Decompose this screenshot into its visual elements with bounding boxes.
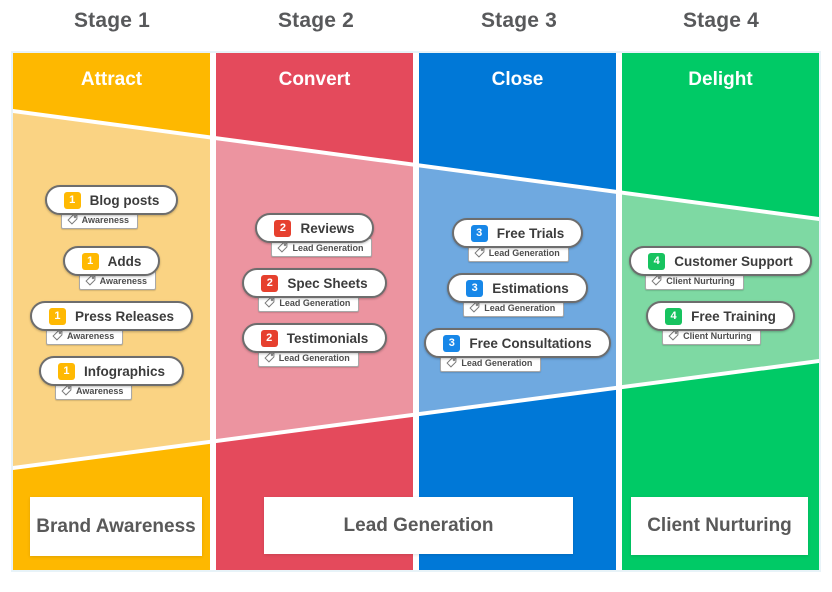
stage-number-badge: 1 — [63, 191, 81, 209]
card-label: Press Releases — [74, 308, 175, 324]
funnel-diagram: Attract Convert Close Delight 1 Blog pos… — [13, 53, 819, 570]
tag-label: Lead Generation — [488, 247, 560, 258]
card-pill-spec-sheets[interactable]: 2 Spec Sheets — [242, 268, 387, 298]
card-blog-posts: 1 Blog posts Awareness — [13, 185, 210, 229]
card-adds: 1 Adds Awareness — [13, 246, 210, 290]
tag-icon — [474, 247, 485, 258]
card-label: Testimonials — [286, 330, 369, 346]
card-pill-infographics[interactable]: 1 Infographics — [38, 356, 184, 386]
card-free-trials: 3 Free Trials Lead Generation — [419, 218, 616, 262]
goal-box-client-nurturing: Client Nurturing — [631, 497, 808, 555]
tag-icon — [446, 357, 457, 368]
tag-icon — [67, 214, 78, 225]
column-header-delight: Delight — [688, 69, 753, 90]
card-label: Customer Support — [674, 253, 793, 269]
card-pill-free-consultations[interactable]: 3 Free Consultations — [424, 328, 611, 358]
column-header-attract: Attract — [80, 69, 143, 90]
card-free-consultations: 3 Free Consultations Lead Generation — [419, 328, 616, 372]
column-header-convert: Convert — [278, 69, 351, 90]
card-label: Blog posts — [89, 192, 160, 208]
card-label: Estimations — [492, 280, 569, 296]
goal-box-brand-awareness: Brand Awareness — [30, 497, 202, 556]
stage-number-badge: 3 — [466, 279, 484, 297]
card-pill-press-releases[interactable]: 1 Press Releases — [29, 301, 194, 331]
column-header-close: Close — [491, 69, 544, 90]
goal-box-lead-generation: Lead Generation — [264, 497, 573, 554]
goal-label: Lead Generation — [343, 514, 494, 536]
tag-label: Awareness — [66, 330, 115, 341]
stage-title-3: Stage 3 — [480, 9, 558, 32]
tag-icon — [61, 385, 72, 396]
tag-icon — [85, 275, 96, 286]
card-pill-estimations[interactable]: 3 Estimations — [447, 273, 588, 303]
stage-number-badge: 1 — [48, 307, 66, 325]
card-label: Adds — [107, 253, 142, 269]
card-pill-free-training[interactable]: 4 Free Training — [646, 301, 795, 331]
card-label: Infographics — [83, 363, 165, 379]
tag-icon — [668, 330, 679, 341]
tag-label: Lead Generation — [292, 242, 364, 253]
tag-label: Lead Generation — [461, 357, 533, 368]
tag-label: Awareness — [75, 385, 124, 396]
tag-label: Lead Generation — [279, 297, 351, 308]
tag-label: Lead Generation — [484, 302, 556, 313]
tag-label: Lead Generation — [278, 352, 350, 363]
card-reviews: 2 Reviews Lead Generation — [216, 213, 413, 257]
stage-number-badge: 1 — [57, 362, 75, 380]
card-pill-testimonials[interactable]: 2 Testimonials — [241, 323, 388, 353]
stage-number-badge: 1 — [81, 252, 99, 270]
card-infographics: 1 Infographics Awareness — [13, 356, 210, 400]
tag-label: Awareness — [99, 275, 147, 286]
card-press-releases: 1 Press Releases Awareness — [13, 301, 210, 345]
tag-icon — [52, 330, 63, 341]
goal-label: Brand Awareness — [36, 515, 196, 537]
tag-label: Client Nurturing — [666, 275, 735, 286]
stage-number-badge: 3 — [443, 334, 461, 352]
stage-number-badge: 2 — [261, 274, 279, 292]
card-pill-reviews[interactable]: 2 Reviews — [255, 213, 374, 243]
card-label: Reviews — [300, 220, 355, 236]
stage-number-badge: 3 — [470, 224, 488, 242]
card-pill-blog-posts[interactable]: 1 Blog posts — [44, 185, 179, 215]
stage-number-badge: 2 — [274, 219, 292, 237]
tag-label: Awareness — [81, 214, 129, 225]
tag-label: Client Nurturing — [683, 330, 752, 341]
stage-number-badge: 4 — [665, 307, 683, 325]
stage-title-1: Stage 1 — [73, 9, 151, 32]
card-label: Free Trials — [496, 225, 565, 241]
stage-number-badge: 4 — [648, 252, 666, 270]
tag-icon — [277, 242, 288, 253]
card-estimations: 3 Estimations Lead Generation — [419, 273, 616, 317]
goal-label: Client Nurturing — [647, 515, 792, 536]
card-label: Spec Sheets — [287, 275, 368, 291]
tag-icon — [651, 275, 662, 286]
card-pill-adds[interactable]: 1 Adds — [62, 246, 161, 276]
tag-icon — [264, 352, 275, 363]
card-label: Free Consultations — [469, 335, 592, 351]
tag-icon — [469, 302, 480, 313]
stage-title-4: Stage 4 — [682, 9, 760, 32]
card-testimonials: 2 Testimonials Lead Generation — [216, 323, 413, 367]
card-pill-customer-support[interactable]: 4 Customer Support — [629, 246, 812, 276]
stage-title-2: Stage 2 — [277, 9, 355, 32]
card-customer-support: 4 Customer Support Client Nurturing — [622, 246, 819, 290]
card-spec-sheets: 2 Spec Sheets Lead Generation — [216, 268, 413, 312]
card-label: Free Training — [691, 308, 776, 324]
tag-icon — [264, 297, 275, 308]
card-free-training: 4 Free Training Client Nurturing — [622, 301, 819, 345]
stage-number-badge: 2 — [260, 329, 278, 347]
card-pill-free-trials[interactable]: 3 Free Trials — [451, 218, 584, 248]
